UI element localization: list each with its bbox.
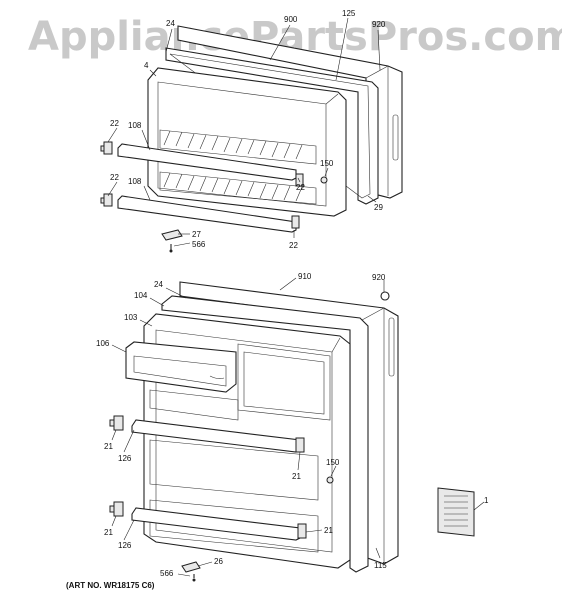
callout-125: 125 bbox=[342, 9, 356, 18]
freezer-door-assembly bbox=[100, 25, 403, 253]
callout-24-bottom: 24 bbox=[154, 280, 163, 289]
callout-22-c: 22 bbox=[110, 173, 119, 182]
callout-4: 4 bbox=[144, 61, 149, 70]
literature-card-1 bbox=[437, 487, 475, 537]
freezer-upper-shelf bbox=[159, 129, 317, 165]
freezer-door-stop-150 bbox=[320, 176, 328, 184]
callout-104: 104 bbox=[134, 291, 148, 300]
callout-103: 103 bbox=[124, 313, 138, 322]
shelf-clip-right-lower bbox=[291, 215, 300, 229]
callout-labels: 24 900 125 920 4 22 108 150 22 22 108 29… bbox=[96, 9, 489, 578]
freezer-door-handle bbox=[392, 114, 399, 161]
freezer-door-outer-panel bbox=[177, 25, 403, 199]
callout-150-bottom: 150 bbox=[326, 458, 340, 467]
callout-21-b: 21 bbox=[292, 472, 301, 481]
callout-150-top: 150 bbox=[320, 159, 334, 168]
freezer-lower-shelf bbox=[159, 171, 317, 205]
callout-910: 910 bbox=[298, 272, 312, 281]
fresh-food-door-assembly bbox=[109, 281, 475, 582]
callout-106: 106 bbox=[96, 339, 110, 348]
callout-27: 27 bbox=[192, 230, 201, 239]
callout-566-bottom: 566 bbox=[160, 569, 174, 578]
freezer-shelf-bar-lower bbox=[117, 195, 297, 233]
fresh-food-door-gasket bbox=[161, 295, 369, 573]
hinge-plug-920 bbox=[380, 291, 390, 301]
shelf-clip-left-upper-21 bbox=[109, 415, 124, 431]
shelf-clip-right-lower-21 bbox=[297, 523, 307, 539]
shelf-clip-left-lower-21 bbox=[109, 501, 124, 517]
callout-22-a: 22 bbox=[110, 119, 119, 128]
callout-29: 29 bbox=[374, 203, 383, 212]
callout-24-top: 24 bbox=[166, 19, 175, 28]
callout-26: 26 bbox=[214, 557, 223, 566]
hinge-cap-26 bbox=[181, 561, 201, 573]
callout-21-d: 21 bbox=[324, 526, 333, 535]
callout-920-top: 920 bbox=[372, 20, 386, 29]
shelf-clip-right-upper-21 bbox=[295, 437, 305, 453]
fresh-food-door-handle bbox=[388, 317, 395, 377]
callout-21-a: 21 bbox=[104, 442, 113, 451]
callout-920-bottom: 920 bbox=[372, 273, 386, 282]
shelf-clip-left-lower bbox=[100, 193, 113, 207]
callout-22-b: 22 bbox=[296, 183, 305, 192]
butter-shelf bbox=[149, 389, 239, 421]
door-bin-upper bbox=[149, 439, 319, 501]
callout-1: 1 bbox=[484, 496, 489, 505]
callout-21-c: 21 bbox=[104, 528, 113, 537]
callout-108-a: 108 bbox=[128, 121, 142, 130]
callout-22-d: 22 bbox=[289, 241, 298, 250]
door-stop-150 bbox=[326, 476, 334, 484]
callout-900: 900 bbox=[284, 15, 298, 24]
dairy-compartment-right bbox=[237, 343, 331, 421]
callout-108-b: 108 bbox=[128, 177, 142, 186]
art-number: (ART NO. WR18175 C6) bbox=[66, 581, 155, 590]
hinge-cap-27 bbox=[161, 229, 183, 241]
callout-126-a: 126 bbox=[118, 454, 132, 463]
door-bin-lower bbox=[149, 499, 319, 553]
callout-115: 115 bbox=[374, 561, 387, 570]
callout-126-b: 126 bbox=[118, 541, 132, 550]
shelf-clip-right-upper bbox=[295, 173, 304, 187]
freezer-door-gasket bbox=[165, 47, 379, 205]
dairy-door-106 bbox=[125, 341, 237, 393]
callout-566-top: 566 bbox=[192, 240, 206, 249]
leader-lines bbox=[107, 17, 485, 577]
shelf-clip-left-upper bbox=[100, 141, 113, 155]
